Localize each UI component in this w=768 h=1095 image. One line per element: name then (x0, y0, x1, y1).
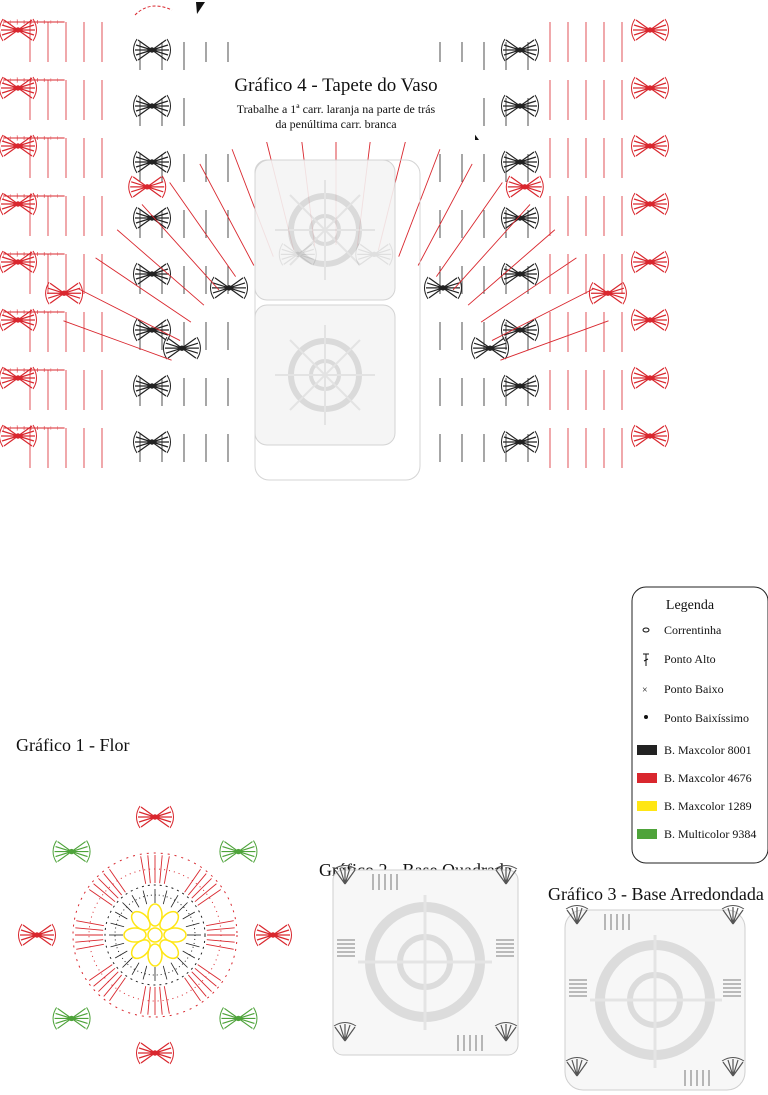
bloom-icon (53, 841, 90, 863)
bloom-icon (134, 431, 171, 453)
legend-item-single-crochet: × Ponto Baixo (642, 682, 724, 696)
bloom-icon (502, 375, 539, 397)
bloom-icon (163, 337, 200, 359)
bloom-icon (502, 95, 539, 117)
bloom-icon (211, 277, 248, 299)
legend-item-label: B. Maxcolor 1289 (664, 799, 752, 813)
yellow-center-petals (123, 903, 187, 967)
legend-item-chain: Correntinha (642, 623, 722, 637)
chart3-title: Gráfico 3 - Base Arredondada (548, 884, 764, 904)
bloom-icon (502, 151, 539, 173)
legend-item-label: B. Multicolor 9384 (664, 827, 756, 841)
bloom-icon (632, 135, 669, 157)
chart4-base-motifs (255, 160, 421, 481)
color-swatch (637, 801, 657, 811)
bloom-icon (632, 309, 669, 331)
bloom-icon (53, 1007, 90, 1029)
bloom-icon (134, 319, 171, 341)
bloom-icon (46, 282, 83, 304)
bloom-icon (632, 251, 669, 273)
bloom-icon (502, 39, 539, 61)
legend-panel: Legenda Correntinha Ponto Alto × Ponto B… (631, 586, 768, 864)
bloom-icon (255, 924, 292, 946)
legend-item-label: Ponto Baixo (664, 682, 724, 696)
legend-item-color-4676: B. Maxcolor 4676 (637, 771, 752, 785)
legend-item-color-8001: B. Maxcolor 8001 (637, 743, 752, 757)
bloom-icon (632, 425, 669, 447)
bloom-icon (632, 367, 669, 389)
legend-item-label: Ponto Alto (664, 652, 716, 666)
bloom-icon (424, 277, 461, 299)
chart4-title: Gráfico 4 - Tapete do Vaso (234, 75, 437, 96)
color-swatch (637, 745, 657, 755)
double-crochet-icon (643, 653, 649, 666)
legend-item-label: Ponto Baixíssimo (664, 711, 749, 725)
bloom-icon (134, 207, 171, 229)
bloom-icon (134, 151, 171, 173)
bloom-icon (502, 431, 539, 453)
color-swatch (637, 773, 657, 783)
bloom-icon (502, 263, 539, 285)
chart2-base-quadrada: Gráfico 2 - Base Quadrada (319, 860, 519, 1056)
bloom-icon (502, 207, 539, 229)
slip-stitch-icon (644, 715, 648, 719)
direction-arrow-icon (134, 5, 173, 16)
chart4-red-rows (0, 18, 669, 468)
legend-item-color-1289: B. Maxcolor 1289 (637, 799, 752, 813)
legend-item-label: B. Maxcolor 8001 (664, 743, 752, 757)
bloom-icon (137, 806, 174, 828)
chart3-base-arredondada: Gráfico 3 - Base Arredondada (548, 884, 764, 1091)
chart4-note-line1: Trabalhe a 1ª carr. laranja na parte de … (237, 102, 436, 116)
bloom-icon (129, 176, 166, 198)
bloom-icon (632, 77, 669, 99)
bloom-icon (137, 1042, 174, 1064)
bloom-icon (632, 19, 669, 41)
bloom-icon (220, 841, 257, 863)
bloom-icon (134, 375, 171, 397)
bloom-icon (134, 95, 171, 117)
bloom-icon (632, 193, 669, 215)
bloom-icon (134, 39, 171, 61)
chart4-title-panel (195, 62, 475, 142)
legend-item-slip-stitch: Ponto Baixíssimo (644, 711, 749, 725)
bloom-icon (472, 337, 509, 359)
chart1-title: Gráfico 1 - Flor (16, 735, 129, 755)
chain-stitch-icon (642, 627, 650, 633)
bloom-icon (220, 1007, 257, 1029)
chart4-tapete: Gráfico 4 - Tapete do Vaso Trabalhe a 1ª… (0, 2, 669, 481)
single-crochet-icon: × (642, 685, 648, 696)
flower-motif (19, 806, 292, 1064)
bloom-icon (134, 263, 171, 285)
start-marker-icon (196, 2, 205, 14)
legend-item-label: B. Maxcolor 4676 (664, 771, 752, 785)
bloom-icon (502, 319, 539, 341)
bloom-icon (19, 924, 56, 946)
legend-item-double-crochet: Ponto Alto (643, 652, 716, 666)
bloom-icon (589, 282, 626, 304)
legend-item-label: Correntinha (664, 623, 722, 637)
chart4-note-line2: da penúltima carr. branca (275, 117, 397, 131)
color-swatch (637, 829, 657, 839)
legend-title: Legenda (666, 598, 715, 613)
legend-item-color-9384: B. Multicolor 9384 (637, 827, 756, 841)
bloom-icon (506, 176, 543, 198)
chart1-flor: Gráfico 1 - Flor (16, 735, 292, 1064)
